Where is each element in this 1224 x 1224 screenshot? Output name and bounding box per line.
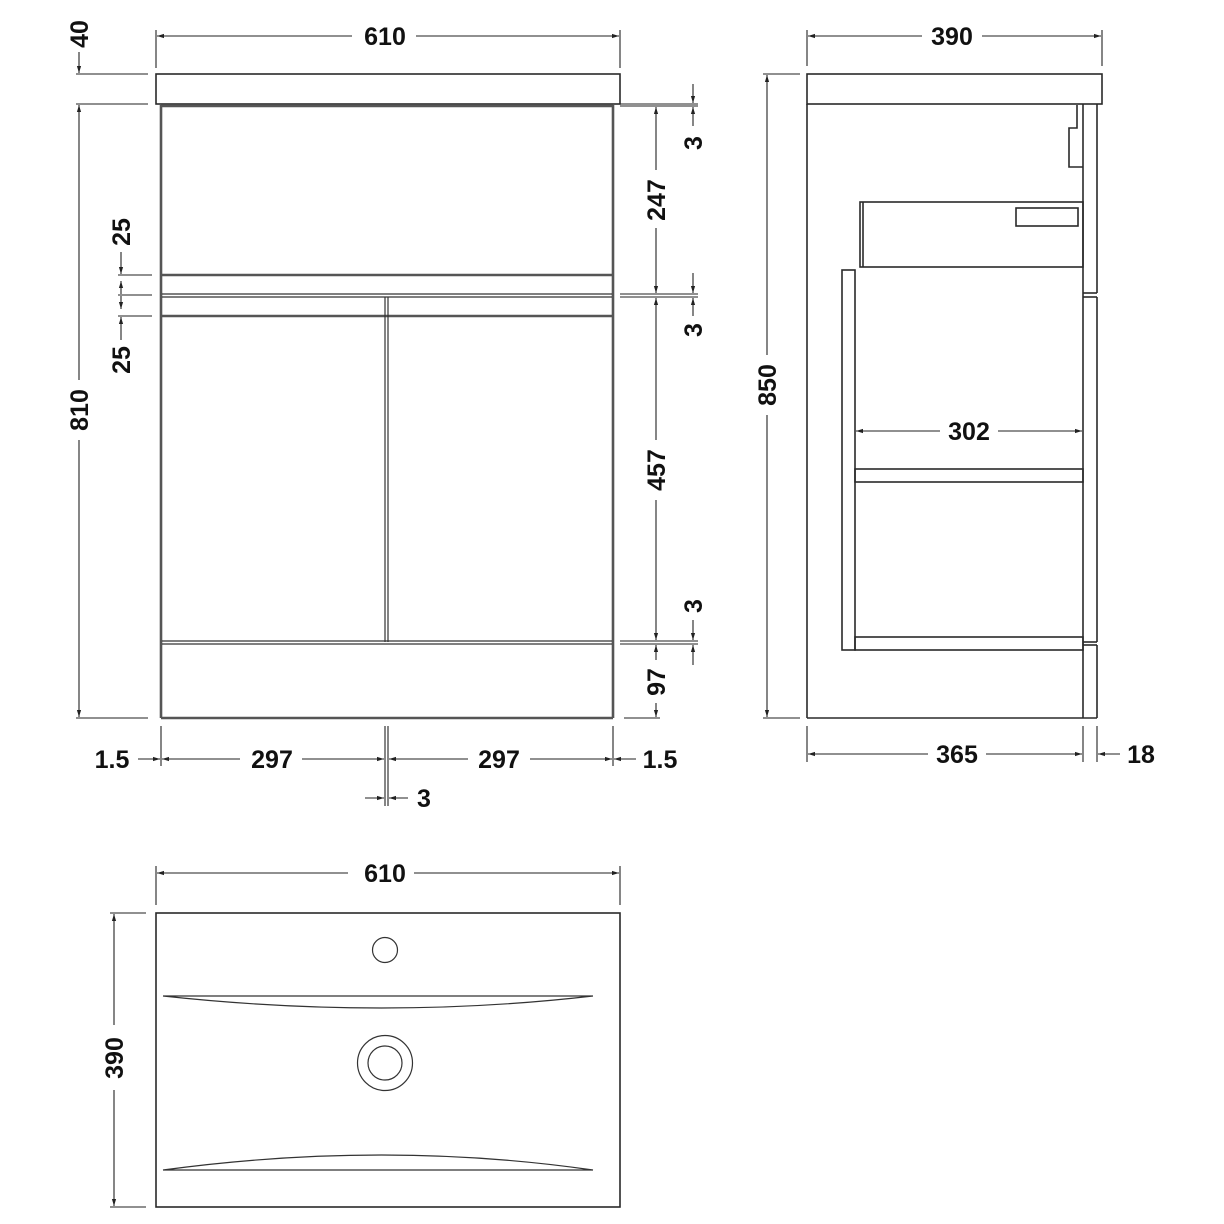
drawer-handle-cutout <box>1015 207 1079 227</box>
front-view: 610 40 810 25 25 <box>66 20 708 813</box>
label-gap-right-top: 3 <box>680 136 708 150</box>
label-upper-drawer-height: 247 <box>643 179 671 221</box>
front-basin-top <box>155 73 621 105</box>
label-body-height: 810 <box>66 389 94 431</box>
label-gap-right-lower: 3 <box>680 599 708 613</box>
dim-front-width: 610 <box>155 23 621 68</box>
top-view: 610 390 <box>101 860 621 1208</box>
label-basin-depth: 390 <box>101 1037 129 1079</box>
waste-inner-ring-icon <box>367 1045 403 1081</box>
dim-side-depth: 390 <box>806 23 1103 66</box>
label-gap-bottom: 25 <box>108 346 136 374</box>
label-plinth-height: 97 <box>643 668 671 696</box>
label-side-depth: 390 <box>931 23 973 51</box>
label-gap-top: 25 <box>108 218 136 246</box>
side-basin-top <box>806 73 1103 105</box>
basin-front-lip <box>162 1154 594 1171</box>
dim-drawer-gaps: 25 25 <box>108 218 152 374</box>
label-door-height: 457 <box>643 449 671 491</box>
basin-back-lip <box>162 995 594 1009</box>
dim-inner-width: 302 <box>856 418 1082 446</box>
label-door-thickness: 18 <box>1127 741 1155 769</box>
label-left-door-width: 297 <box>251 746 293 774</box>
dim-bottom-chain: 1.5 297 297 1.5 3 <box>95 726 678 813</box>
drawer-box <box>859 201 1084 268</box>
inner-shelf <box>854 468 1084 483</box>
dim-side-bottom: 365 18 <box>806 726 1155 769</box>
basin-bowl-profile <box>1068 105 1083 168</box>
dim-body-height: 810 <box>66 105 148 719</box>
label-side-height: 850 <box>754 364 782 406</box>
tap-hole-icon <box>371 936 399 964</box>
waste-outer-ring-icon <box>356 1034 414 1092</box>
label-front-width: 610 <box>364 23 406 51</box>
label-door-center-gap: 3 <box>417 785 431 813</box>
inner-side-panel <box>841 269 856 651</box>
label-inner-width: 302 <box>948 418 990 446</box>
label-right-edge-gap: 1.5 <box>643 746 678 774</box>
inner-base <box>854 636 1084 651</box>
dim-top-thickness: 40 <box>66 20 148 105</box>
label-carcass-depth: 365 <box>936 741 978 769</box>
dim-side-height: 850 <box>754 73 800 719</box>
dim-basin-width: 610 <box>155 860 621 905</box>
label-gap-right-middle: 3 <box>680 323 708 337</box>
label-right-door-width: 297 <box>478 746 520 774</box>
side-view: 390 850 302 365 18 <box>754 23 1155 769</box>
basin-outline <box>155 912 621 1208</box>
dim-right-chain: 247 457 97 3 3 3 <box>620 84 708 719</box>
label-basin-width: 610 <box>364 860 406 888</box>
label-top-thickness: 40 <box>66 20 94 48</box>
dim-basin-depth: 390 <box>101 912 146 1208</box>
label-left-edge-gap: 1.5 <box>95 746 130 774</box>
